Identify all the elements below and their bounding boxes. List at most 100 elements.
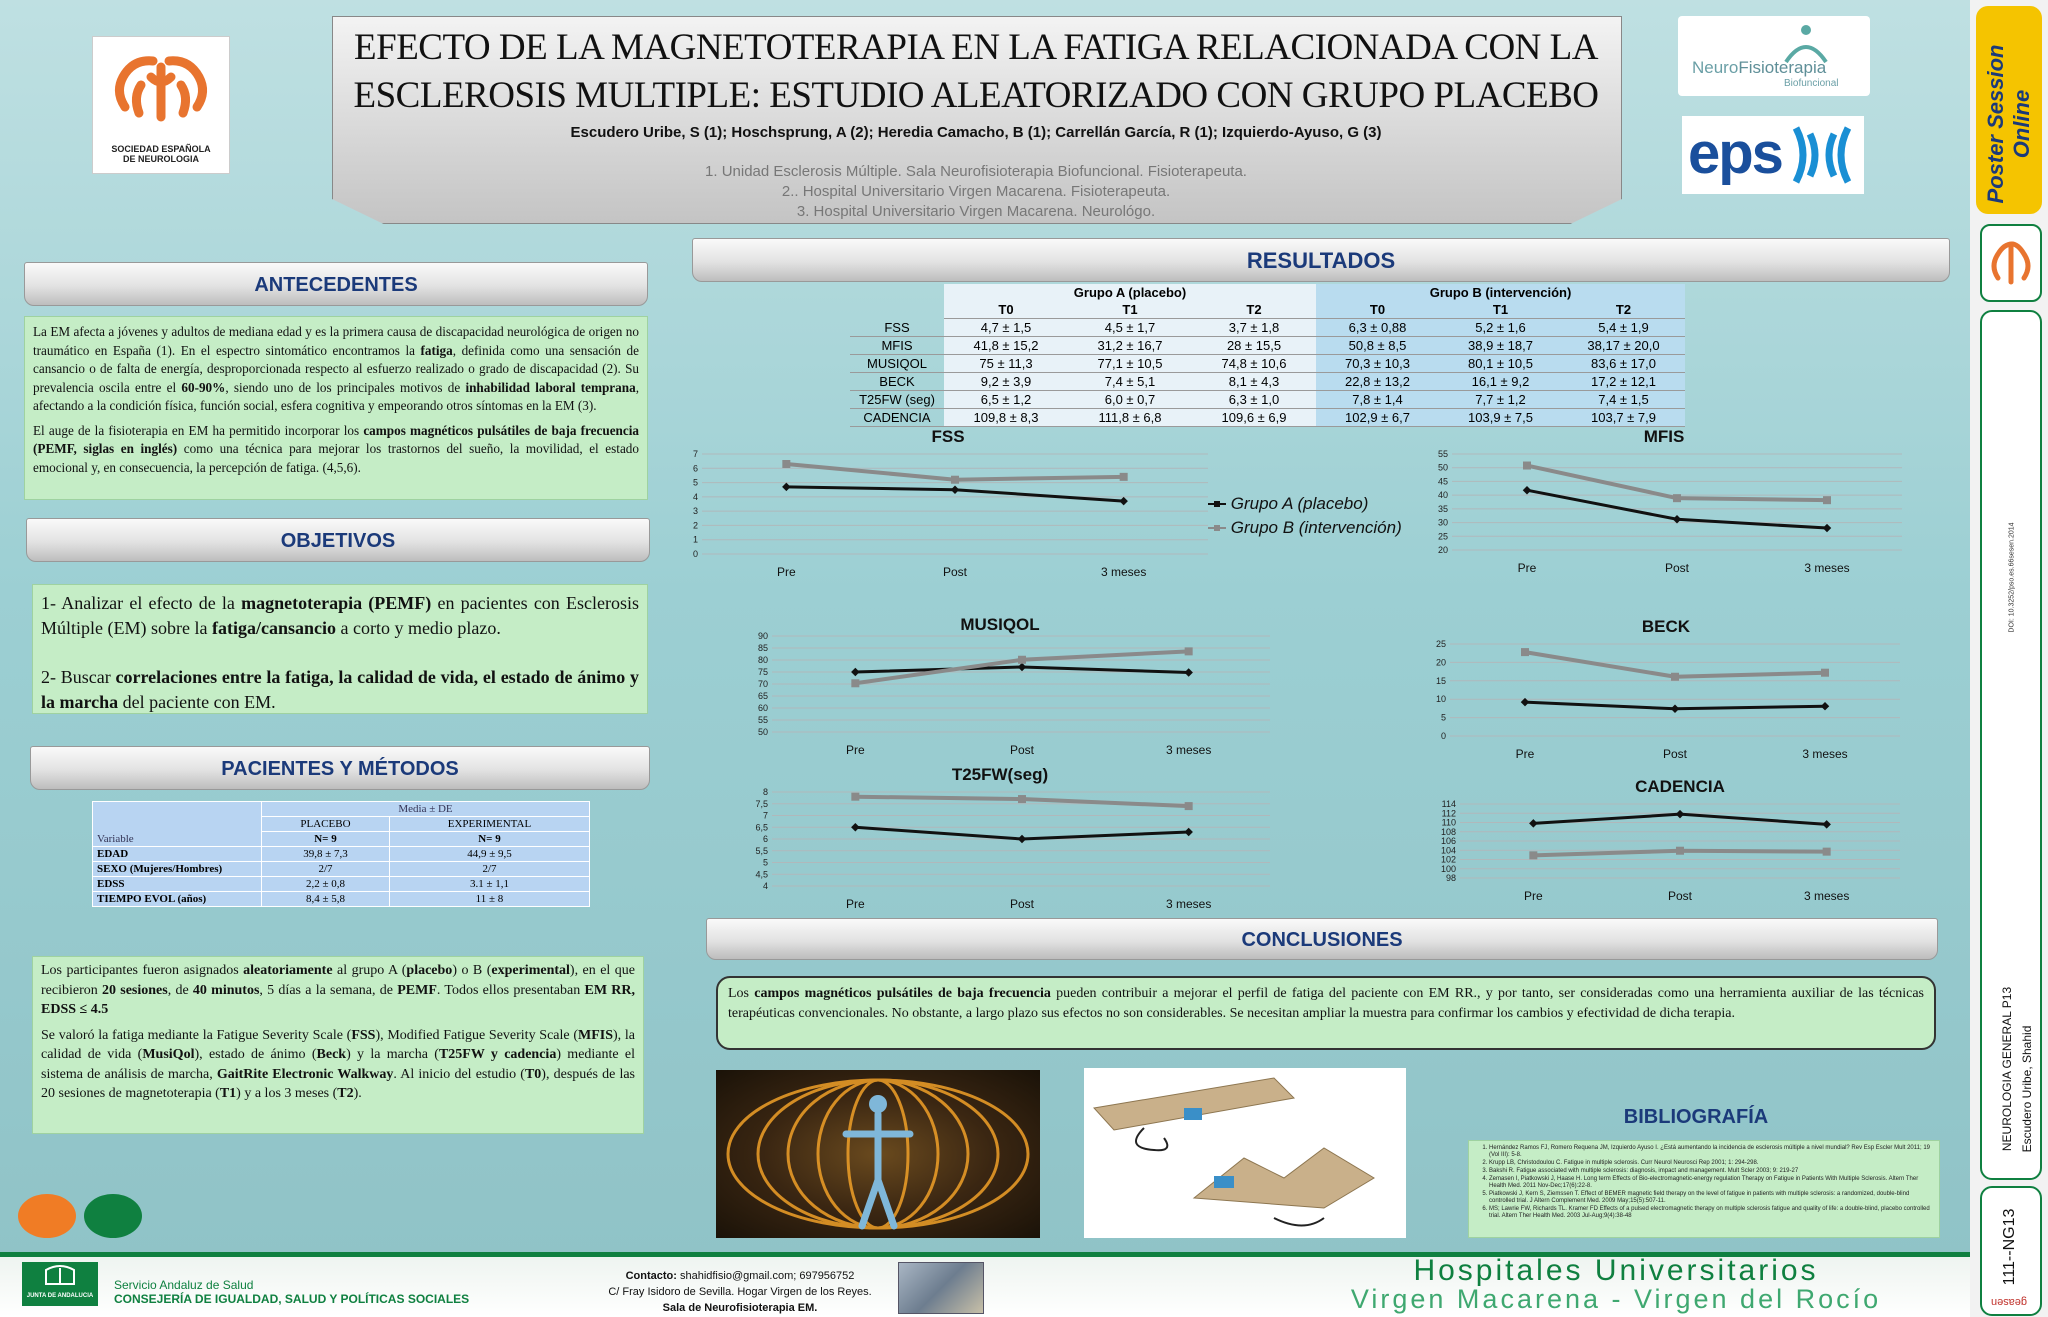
data-point bbox=[1822, 523, 1832, 533]
y-tick-label: 55 bbox=[1438, 449, 1448, 459]
placebo-n: N= 9 bbox=[261, 831, 390, 847]
metodos-paragraph-2: Se valoró la fatiga mediante la Fatigue … bbox=[41, 1027, 636, 1102]
conclusiones-heading: CONCLUSIONES bbox=[706, 918, 1938, 960]
data-point bbox=[1119, 472, 1128, 481]
sen-logo: SOCIEDAD ESPAÑOLA DE NEUROLOGIA bbox=[92, 36, 230, 174]
y-tick-label: 85 bbox=[758, 643, 768, 653]
x-tick-label: Pre bbox=[777, 565, 796, 579]
data-point bbox=[1523, 461, 1531, 470]
antecedentes-box: La EM afecta a jóvenes y adultos de medi… bbox=[24, 316, 648, 500]
legend-label-b: Grupo B (intervención) bbox=[1230, 518, 1402, 537]
x-tick-label: Post bbox=[1010, 897, 1035, 911]
y-tick-label: 7 bbox=[763, 811, 768, 821]
y-tick-label: 7 bbox=[693, 449, 698, 459]
hospitales-line-1: Hospitales Universitarios bbox=[1413, 1254, 1819, 1287]
x-tick-label: Post bbox=[943, 565, 968, 579]
y-tick-label: 110 bbox=[1442, 818, 1456, 828]
y-tick-label: 20 bbox=[1438, 545, 1448, 555]
legend-marker-a bbox=[1208, 501, 1226, 507]
x-tick-label: Pre bbox=[1516, 747, 1535, 761]
y-tick-label: 5,5 bbox=[755, 846, 768, 856]
y-tick-label: 0 bbox=[1441, 731, 1446, 741]
authors: Escudero Uribe, S (1); Hoschsprung, A (2… bbox=[570, 124, 1382, 141]
data-point bbox=[1184, 802, 1193, 811]
author-text: Escudero Uribe, Shahid bbox=[2020, 1025, 2034, 1153]
eps-logo: eps bbox=[1682, 116, 1864, 194]
metodos-paragraph-1: Los participantes fueron asignados aleat… bbox=[41, 963, 636, 1017]
objetivos-heading: OBJETIVOS bbox=[26, 518, 650, 562]
chart-title: MUSIQOL bbox=[960, 615, 1039, 634]
data-point bbox=[1017, 834, 1027, 844]
y-tick-label: 6,5 bbox=[755, 822, 768, 832]
data-point bbox=[782, 460, 791, 468]
sidebar-sen-logo bbox=[1980, 224, 2042, 302]
y-tick-label: 3 bbox=[693, 506, 698, 516]
reference-item: MS; Lawrie FW, Richards TL. Kramer FD Ef… bbox=[1489, 1206, 1933, 1220]
legend-item-a: Grupo A (placebo) bbox=[1208, 492, 1402, 516]
eps-waves-icon bbox=[1792, 126, 1852, 184]
y-tick-label: 106 bbox=[1441, 836, 1456, 846]
poster-title: EFECTO DE LA MAGNETOTERAPIA EN LA FATIGA… bbox=[340, 24, 1612, 120]
address-line: C/ Fray Isidoro de Sevilla. Hogar Virgen… bbox=[608, 1286, 872, 1298]
x-tick-label: Pre bbox=[846, 897, 865, 911]
sas-line-2: CONSEJERÍA DE IGUALDAD, SALUD Y POLÍTICA… bbox=[114, 1292, 470, 1306]
data-point bbox=[1018, 795, 1026, 804]
y-tick-label: 10 bbox=[1436, 694, 1446, 704]
data-point bbox=[1522, 485, 1532, 495]
y-tick-label: 6 bbox=[693, 463, 698, 473]
data-point bbox=[1822, 847, 1831, 856]
y-tick-label: 20 bbox=[1436, 657, 1446, 667]
sen-logo-text-2: DE NEUROLOGIA bbox=[122, 154, 199, 164]
data-point bbox=[1671, 672, 1679, 681]
poster-session-badge: Poster Session Online bbox=[1976, 6, 2042, 214]
results-table: Grupo A (placebo) Grupo B (intervención)… bbox=[850, 284, 1685, 427]
chart-title: CADENCIA bbox=[1635, 777, 1725, 796]
affiliation-2: 2.. Hospital Universitario Virgen Macare… bbox=[781, 183, 1171, 200]
junta-logo-text: JUNTA DE ANDALUCIA bbox=[26, 1293, 94, 1299]
poster-session-text: Poster Session Online bbox=[1983, 44, 2034, 204]
legend-marker-b bbox=[1208, 525, 1226, 531]
antecedentes-heading: ANTECEDENTES bbox=[24, 262, 648, 306]
x-tick-label: Post bbox=[1010, 743, 1035, 757]
eps-logo-text: eps bbox=[1688, 121, 1784, 186]
group-header: Media ± DE bbox=[261, 801, 590, 817]
bibliografia-box: Hernández Ramos FJ, Romero Requena JM, I… bbox=[1468, 1140, 1940, 1238]
demographics-table: Variable Media ± DE PLACEBO EXPERIMENTAL… bbox=[92, 801, 591, 907]
x-tick-label: Pre bbox=[846, 743, 865, 757]
y-tick-label: 5 bbox=[693, 478, 698, 488]
affiliations: 1. Unidad Esclerosis Múltiple. Sala Neur… bbox=[340, 162, 1612, 222]
data-point bbox=[1529, 819, 1538, 828]
x-tick-label: 3 meses bbox=[1101, 565, 1146, 579]
objetivo-2: 2- Buscar correlaciones entre la fatiga,… bbox=[41, 667, 639, 712]
y-tick-label: 60 bbox=[758, 703, 768, 713]
data-point bbox=[1529, 851, 1538, 860]
hospitales-line-2: Virgen Macarena - Virgen del Rocío bbox=[1350, 1284, 1882, 1314]
x-tick-label: Post bbox=[1668, 889, 1693, 903]
data-point bbox=[1521, 648, 1529, 657]
data-point bbox=[1184, 668, 1193, 677]
contact-line: Contacto: shahidfisio@gmail.com; 6979567… bbox=[625, 1270, 855, 1282]
x-tick-label: Pre bbox=[1524, 889, 1543, 903]
contact-block: Contacto: shahidfisio@gmail.com; 6979567… bbox=[590, 1268, 890, 1316]
x-tick-label: Pre bbox=[1518, 561, 1537, 575]
experimental-header: EXPERIMENTAL bbox=[388, 816, 591, 832]
y-tick-label: 0 bbox=[693, 549, 698, 559]
objetivos-box: 1- Analizar el efecto de la magnetoterap… bbox=[32, 584, 648, 714]
y-tick-label: 50 bbox=[758, 727, 768, 737]
y-tick-label: 45 bbox=[1438, 476, 1448, 486]
conclusiones-box: Los campos magnéticos pulsátiles de baja… bbox=[716, 976, 1936, 1050]
neuro-logo-text: Neuro bbox=[1692, 58, 1739, 77]
data-point bbox=[1676, 846, 1684, 855]
x-tick-label: Post bbox=[1663, 747, 1688, 761]
reference-item: Zemasen I, Piatkowski J, Haase H. Long t… bbox=[1489, 1176, 1933, 1190]
green-circle bbox=[84, 1194, 142, 1238]
y-tick-label: 80 bbox=[758, 655, 768, 665]
antecedentes-paragraph-2: El auge de la fisioterapia en EM ha perm… bbox=[33, 422, 640, 475]
x-tick-label: Post bbox=[1665, 561, 1690, 575]
room-line: Sala de Neurofisioterapia EM. bbox=[662, 1302, 818, 1314]
